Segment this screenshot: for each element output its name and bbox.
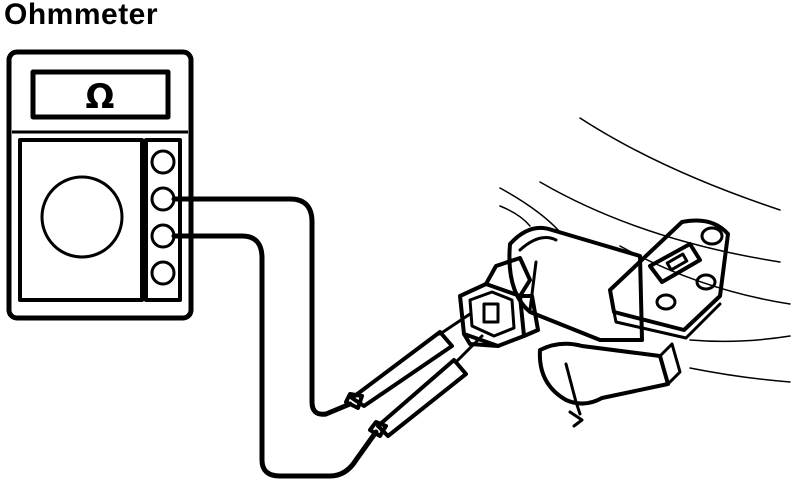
ohmmeter-body [6,49,194,321]
terminal-strip [144,138,182,302]
mounting-bracket [608,218,730,340]
terminal-jack-2 [150,186,176,212]
ohm-symbol: Ω [86,77,115,117]
range-dial [40,175,124,259]
test-lead-wire-upper [171,196,353,417]
test-probe-upper [344,312,472,410]
dial-panel [18,138,144,302]
engine-contours [499,117,791,383]
terminal-jack-3 [150,223,176,249]
test-probe-lower [368,334,484,438]
terminal-jack-4 [150,260,176,286]
terminal-jack-1 [150,149,176,175]
vacuum-hose [537,341,682,428]
diagram-title: Ohmmeter [4,0,159,31]
ohmmeter: Ω [6,49,194,321]
ohmmeter-display [30,69,171,120]
sensor-housing [507,225,644,342]
test-lead-wire-lower [171,233,379,479]
sensor-connector [458,256,540,348]
